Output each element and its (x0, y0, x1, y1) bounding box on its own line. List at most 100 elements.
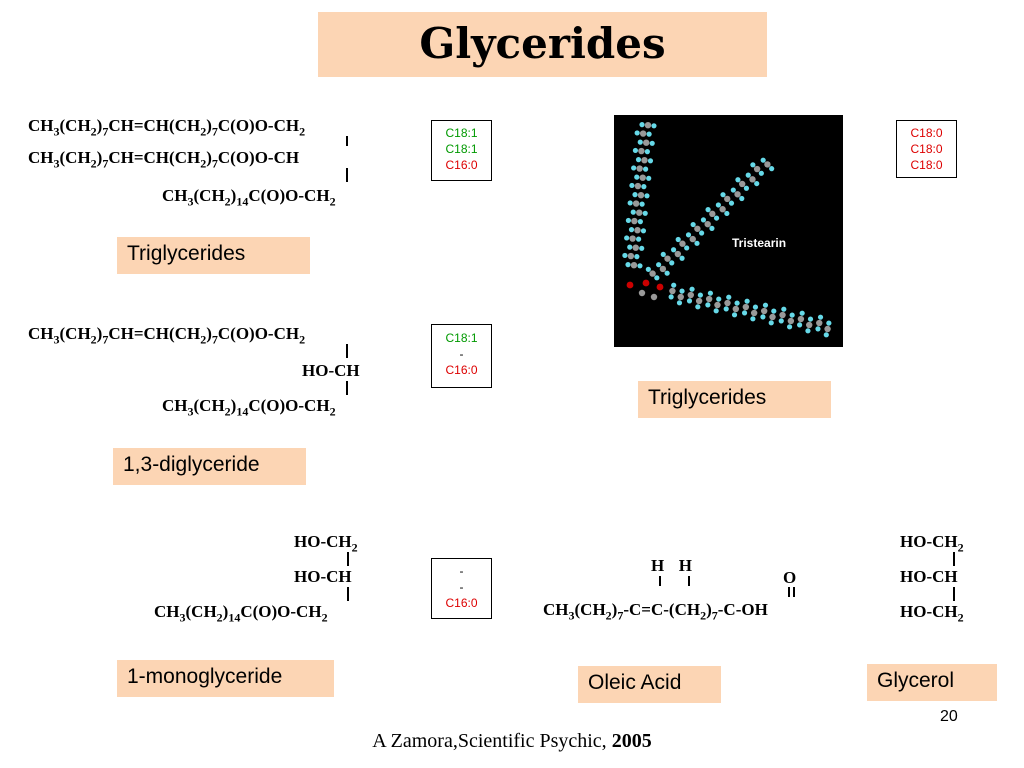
hydrogen-atom (713, 215, 720, 221)
footer-text: A Zamora,Scientific Psychic, (372, 730, 612, 752)
hydrogen-atom (695, 304, 701, 310)
hydrogen-atom (644, 193, 650, 199)
carbon-atom (769, 313, 776, 321)
hydrogen-atom (731, 312, 738, 318)
hydrogen-atom (632, 192, 638, 198)
oleic-carbonyl-o: O (783, 568, 797, 587)
hydrogen-atom (705, 207, 711, 213)
carbon-atom (750, 309, 758, 317)
label-triglycerides-left: Triglycerides (117, 237, 310, 274)
hydrogen-atom (723, 306, 729, 312)
hydrogen-atom (786, 324, 793, 330)
hydrogen-atom (735, 177, 741, 183)
carbon-atom (639, 130, 647, 137)
carbon-atom (797, 315, 805, 323)
carbon-atom (644, 121, 652, 129)
oxygen-atom (656, 283, 664, 291)
hydrogen-atom (730, 187, 736, 193)
mg-fatty-acid-box: - - C16:0 (431, 558, 492, 619)
tg-line-1: CH3(CH2)7CH=CH(CH2)7C(O)O-CH2 (28, 116, 306, 139)
label-glycerol: Glycerol (867, 664, 997, 701)
tg-line-3: CH3(CH2)14C(O)O-CH2 (162, 186, 336, 209)
hydrogen-atom (720, 192, 726, 198)
glycerol-line-2: HO-CH (900, 567, 958, 586)
dg-line-3: CH3(CH2)14C(O)O-CH2 (162, 396, 336, 419)
hydrogen-atom (647, 158, 654, 164)
carbon-atom (632, 200, 640, 207)
hydrogen-atom (624, 235, 630, 241)
triglyceride-structure: CH3(CH2)7CH=CH(CH2)7C(O)O-CH2 CH3(CH2)7C… (28, 116, 388, 212)
hydrogen-atom (644, 149, 650, 155)
hydrogen-atom (639, 245, 645, 251)
molecule-caption: Tristearin (732, 236, 786, 250)
carbon-atom (764, 161, 771, 168)
carbon-atom (636, 209, 643, 216)
mg-line-3: CH3(CH2)14C(O)O-CH2 (154, 602, 328, 625)
hydrogen-atom (716, 296, 722, 302)
carbon-atom (689, 235, 696, 243)
carbon-atom (643, 139, 650, 146)
carbon-atom (694, 225, 701, 232)
hydrogen-atom (656, 262, 662, 268)
label-diglyceride: 1,3-diglyceride (113, 448, 306, 485)
carbon-atom (679, 240, 686, 247)
carbon-atom (738, 180, 746, 188)
hydrogen-atom (634, 254, 640, 260)
oleic-formula: CH3(CH2)7-C=C-(CH2)7-C-OH (543, 600, 768, 623)
hydrogen-atom (715, 202, 721, 208)
carbon-atom (724, 299, 731, 307)
hydrogen-atom (769, 166, 775, 172)
hydrogen-atom (629, 182, 635, 189)
hydrogen-atom (639, 122, 645, 128)
carbon-atom (724, 195, 731, 203)
oleic-h-bond-2 (688, 576, 690, 586)
carbon-atom (631, 217, 638, 225)
fa-item: C18:0 (910, 126, 943, 140)
hydrogen-atom (728, 200, 735, 206)
dg-bond-1 (346, 344, 348, 358)
carbon-atom (742, 303, 750, 311)
monoglyceride-structure: HO-CH2 HO-CH CH3(CH2)14C(O)O-CH2 (154, 532, 394, 628)
fa-item: C16:0 (445, 158, 478, 172)
label-monoglyceride: 1-monoglyceride (117, 660, 334, 697)
oleic-carbonyl-bond-a (788, 587, 790, 597)
slide-title: Glycerides (419, 19, 666, 68)
hydrogen-atom (639, 201, 645, 207)
carbon-atom (630, 261, 638, 269)
hydrogen-atom (631, 165, 637, 171)
oleic-carbonyl-bond-b (793, 587, 795, 597)
fa-item: C18:1 (445, 142, 478, 156)
carbon-atom (638, 147, 645, 155)
hydrogen-atom (649, 140, 655, 146)
hydrogen-atom (627, 244, 633, 250)
hydrogen-atom (689, 286, 695, 292)
hydrogen-atom (707, 290, 714, 296)
hydrogen-atom (750, 316, 756, 322)
title-box: Glycerides (318, 12, 767, 77)
hydrogen-atom (676, 300, 683, 306)
hydrogen-atom (684, 245, 690, 251)
hydrogen-atom (739, 195, 745, 202)
hydrogen-atom (826, 320, 832, 326)
carbon-atom (641, 156, 648, 164)
hydrogen-atom (805, 328, 811, 334)
hydrogen-atom (637, 263, 643, 269)
hydrogen-atom (625, 217, 632, 224)
hydrogen-atom (634, 130, 640, 136)
oxygen-atom (642, 279, 650, 287)
hydrogen-atom (815, 326, 821, 332)
hydrogen-atom (758, 170, 764, 176)
hydrogen-atom (669, 260, 675, 266)
fa-item: C18:1 (445, 126, 478, 140)
hydrogen-atom (694, 240, 700, 246)
carbon-atom (634, 182, 642, 190)
fa-item: C18:1 (445, 331, 478, 345)
hydrogen-atom (760, 314, 766, 320)
mg-line-2: HO-CH (294, 567, 352, 586)
hydrogen-atom (635, 157, 642, 163)
hydrogen-atom (743, 185, 750, 191)
hydrogen-atom (789, 312, 795, 318)
glycerol-bond-1 (953, 552, 955, 566)
hydrogen-atom (823, 332, 829, 338)
hydrogen-atom (799, 310, 805, 316)
